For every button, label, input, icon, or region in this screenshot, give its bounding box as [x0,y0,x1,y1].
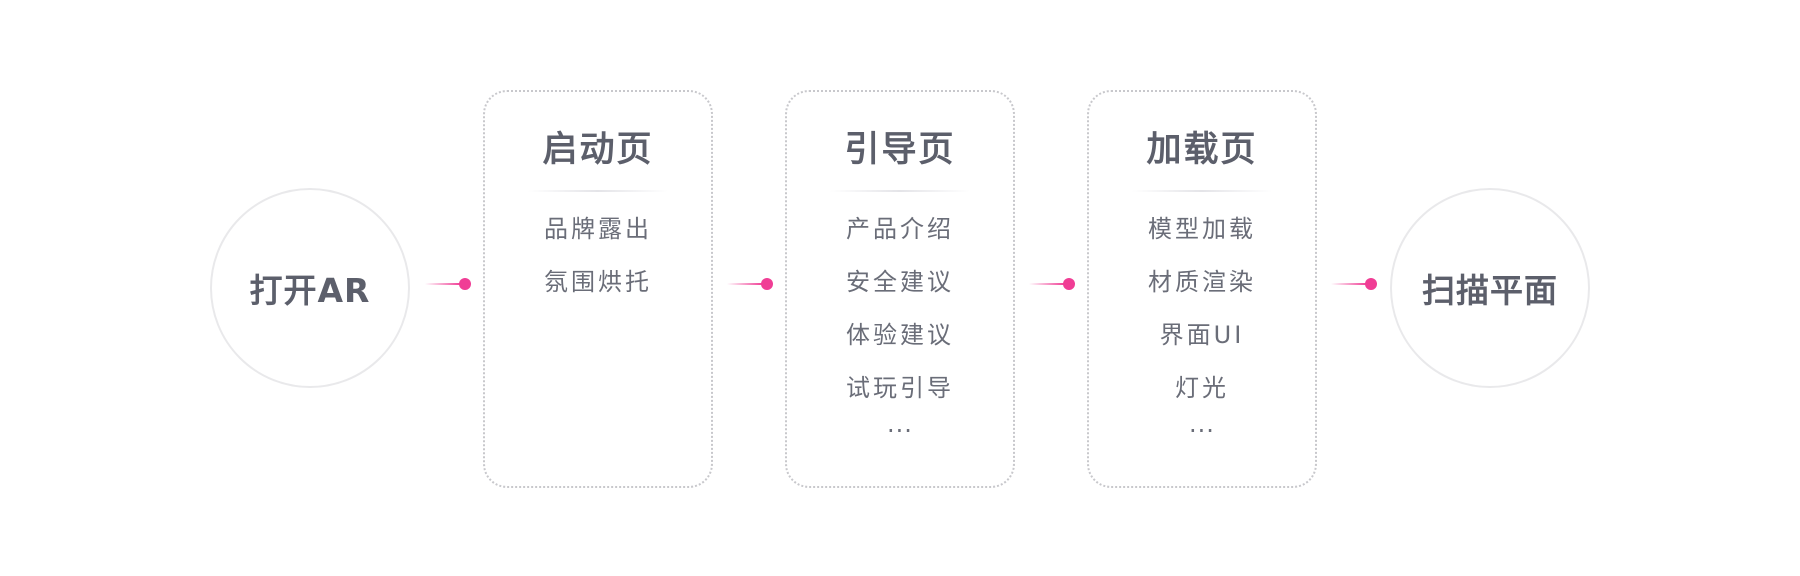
card-divider [1132,190,1272,192]
connector-line [425,283,461,285]
connector-arrow [727,277,773,291]
card-item-list: 模型加载 材质渲染 界面UI 灯光 [1089,212,1315,424]
card-item-list: 品牌露出 氛围烘托 [485,212,711,318]
list-item: 安全建议 [846,268,954,296]
connector-dot [1365,278,1377,290]
list-item: 品牌露出 [544,215,652,243]
card-title: 加载页 [1146,130,1258,170]
card-item-list: 产品介绍 安全建议 体验建议 试玩引导 [787,212,1013,424]
connector-line [1331,283,1367,285]
start-node-open-ar: 打开AR [210,188,410,388]
list-item: 模型加载 [1148,215,1256,243]
end-node-label: 扫描平面 [1422,271,1558,310]
list-item: 产品介绍 [846,215,954,243]
card-title: 引导页 [844,130,956,170]
connector-dot [1063,278,1075,290]
list-item: 体验建议 [846,321,954,349]
connector-line [727,283,763,285]
connector-arrow [425,277,471,291]
connector-arrow [1029,277,1075,291]
connector-dot [459,278,471,290]
card-more-ellipsis: ... [1189,410,1215,438]
list-item: 试玩引导 [846,374,954,402]
connector-dot [761,278,773,290]
card-loading-page: 加载页 模型加载 材质渲染 界面UI 灯光 ... [1087,90,1317,488]
start-node-label: 打开AR [249,271,371,310]
card-divider [830,190,970,192]
list-item: 氛围烘托 [544,268,652,296]
card-guide-page: 引导页 产品介绍 安全建议 体验建议 试玩引导 ... [785,90,1015,488]
list-item: 材质渲染 [1148,268,1256,296]
card-more-ellipsis: ... [887,410,913,438]
connector-arrow [1331,277,1377,291]
list-item: 界面UI [1159,321,1245,349]
card-launch-page: 启动页 品牌露出 氛围烘托 [483,90,713,488]
card-title: 启动页 [542,130,654,170]
card-divider [528,190,668,192]
list-item: 灯光 [1175,374,1229,402]
connector-line [1029,283,1065,285]
end-node-scan-plane: 扫描平面 [1390,188,1590,388]
